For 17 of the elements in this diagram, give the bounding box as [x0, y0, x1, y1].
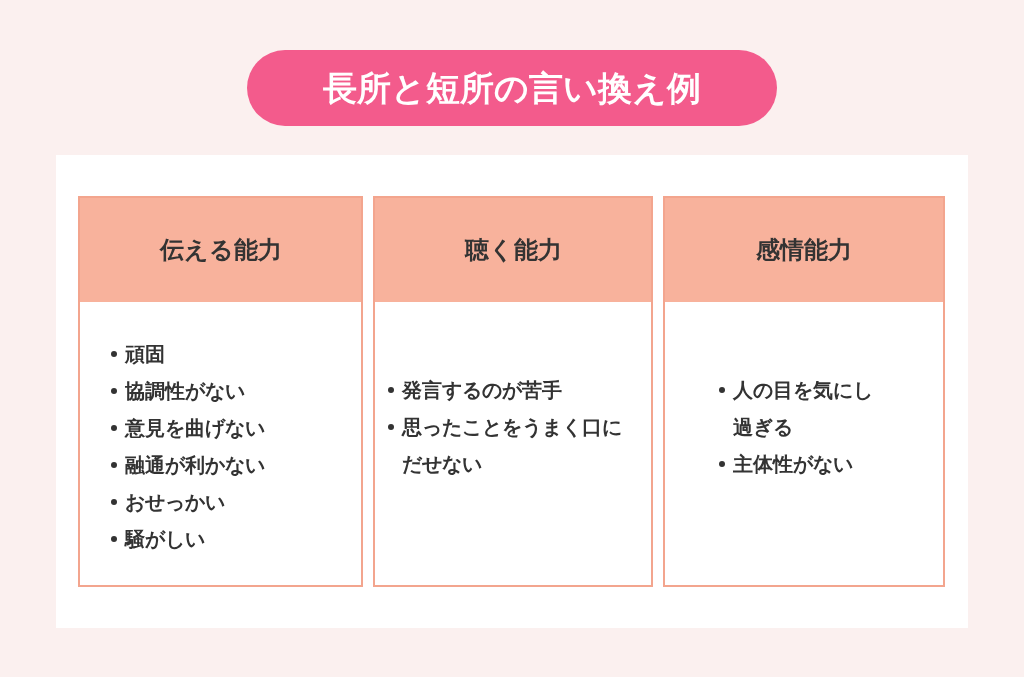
list-item: 協調性がない [124, 378, 245, 405]
title-pill: 長所と短所の言い換え例 [247, 50, 777, 126]
list-item: 思ったことをうまく口にだせない [402, 414, 623, 478]
list-item: 人の目を気にし過ぎる [733, 377, 874, 441]
list-item: 融通が利かない [124, 452, 265, 479]
list-item: 意見を曲げない [124, 415, 265, 442]
list-item: おせっかい [124, 489, 225, 516]
column-heading: 聴く能力 [464, 235, 562, 266]
list-item: 騒がしい [124, 526, 205, 553]
list-item: 頑固 [124, 341, 165, 368]
list-item: 発言するのが苦手 [402, 377, 562, 404]
column-card [373, 196, 653, 587]
column-card [663, 196, 945, 587]
column-heading: 感情能力 [756, 235, 852, 266]
column-card [78, 196, 363, 587]
column-heading: 伝える能力 [159, 235, 282, 266]
list-item: 主体性がない [733, 451, 853, 478]
